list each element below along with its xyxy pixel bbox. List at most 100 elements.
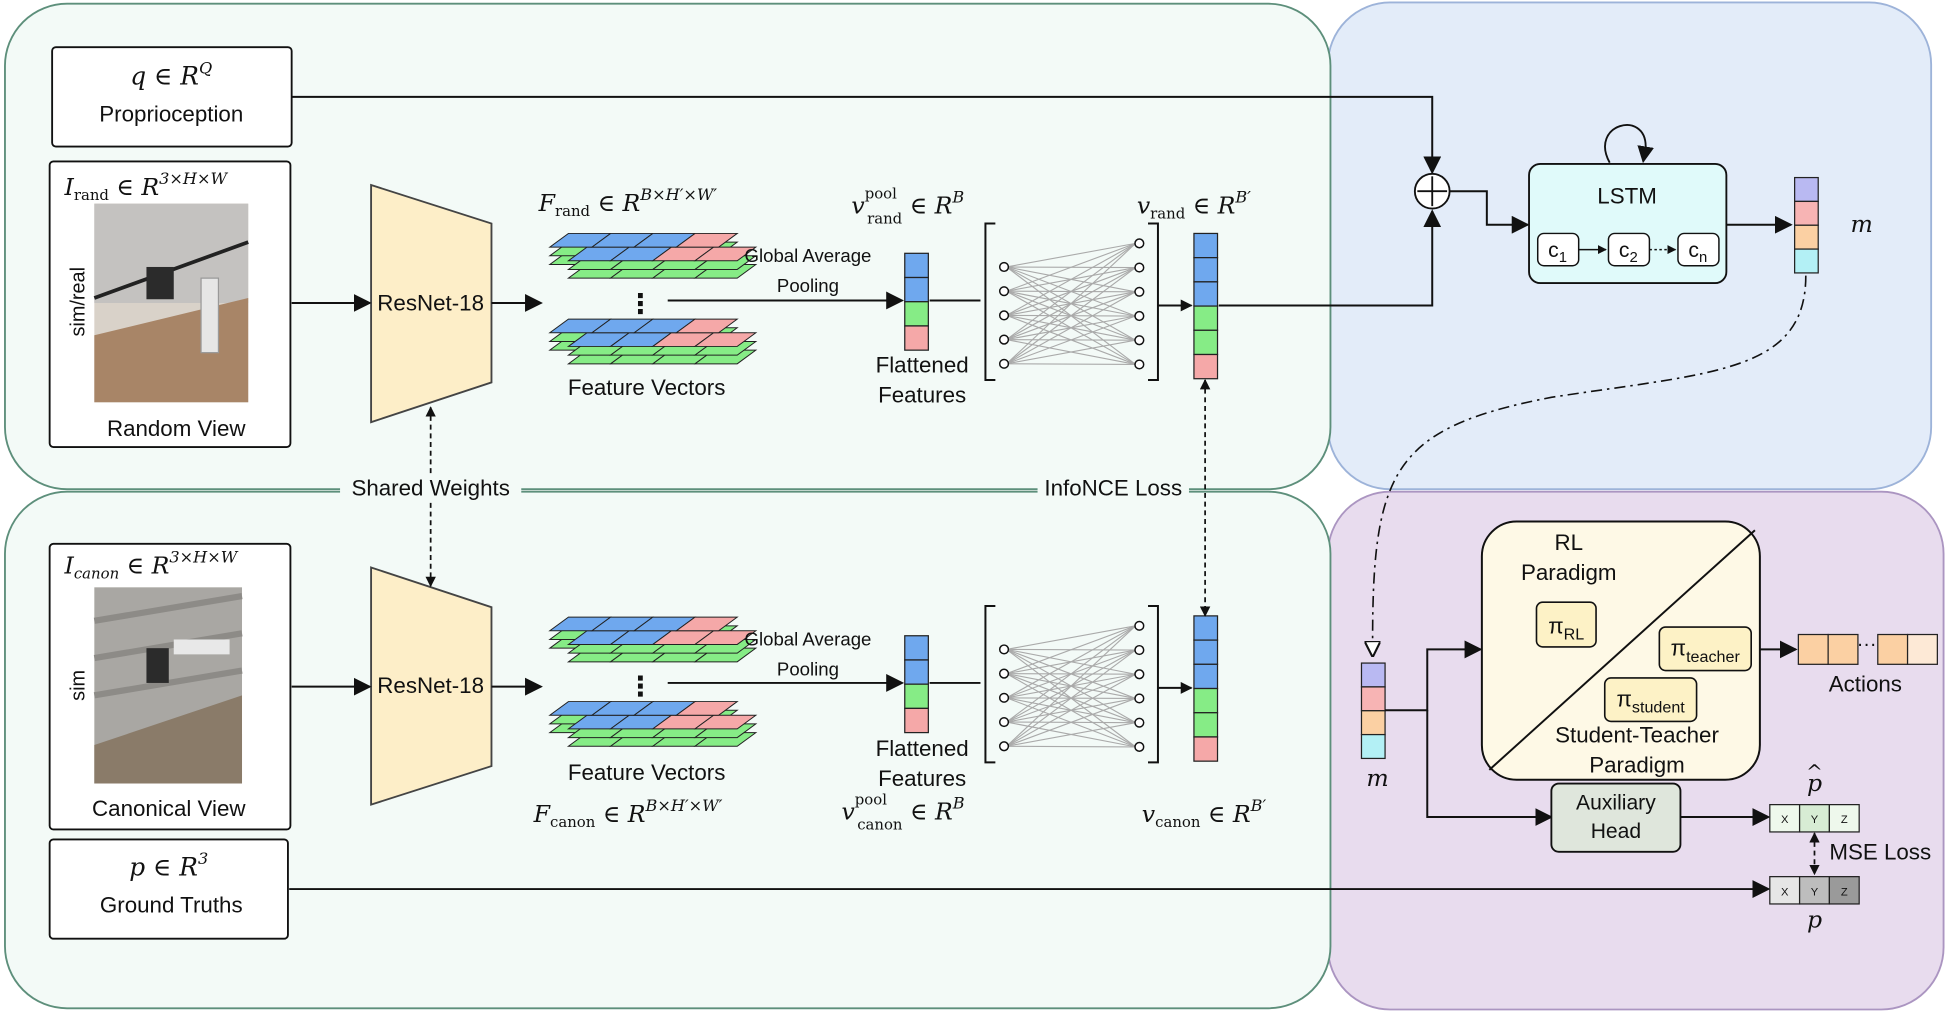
- mse-loss-label: MSE Loss: [1829, 839, 1931, 864]
- embed-top-cell-1: [1193, 257, 1219, 283]
- memory-bottom-cell-3: [1360, 733, 1386, 760]
- memory-top-cell-0: [1794, 176, 1819, 203]
- resnet-bottom: [370, 566, 493, 806]
- infonce-bg: [1037, 474, 1189, 502]
- mlp-top-out-node-3: [1134, 310, 1145, 322]
- embed-bottom-cell-5: [1193, 736, 1219, 762]
- flat-top-cell-1: [904, 276, 929, 303]
- mlp-bottom-in-node-3: [998, 716, 1010, 728]
- mlp-top-edge-3-0: [1006, 242, 1136, 341]
- mlp-bottom-out-node-5: [1134, 741, 1145, 752]
- p-hat-label-0: X: [1781, 814, 1789, 826]
- mlp-top-out-node-4: [1134, 335, 1145, 346]
- rl-paradigm-line1: RL: [1554, 530, 1583, 555]
- feature-bottom-label: Feature Vectors: [568, 760, 726, 785]
- memory-top-cell-2: [1794, 224, 1819, 250]
- feature-cell-b1-2-0-3: [693, 630, 758, 645]
- left-arrows: [289, 95, 1771, 898]
- p-label-1: Y: [1811, 886, 1819, 898]
- policy-divider: [1488, 529, 1756, 771]
- feature-cell-t2-2-1-3: [674, 318, 739, 334]
- mlp-top-edge-4-0: [1006, 242, 1136, 365]
- feature-top-math: Frand ∈ RB×H′×W′: [538, 185, 718, 220]
- ground-truths-box: [48, 838, 289, 940]
- mlp-bottom-bracket-left: [984, 604, 996, 764]
- mlp-top-edge-1-0: [1006, 242, 1136, 292]
- p-hat-label-2: Z: [1841, 814, 1848, 826]
- feature-cell-b1-2-1-3: [674, 616, 739, 632]
- lstm-title: LSTM: [1597, 184, 1657, 209]
- mlp-bottom-edge-4-2: [1006, 673, 1136, 747]
- shared-weights-bg: [340, 474, 522, 502]
- proprioception-math: q ∈ RQ: [130, 58, 212, 90]
- memory-vector-bottom: [1360, 662, 1386, 760]
- mlp-top-edge-2-0: [1006, 242, 1136, 316]
- p-hat-caret: ^: [1806, 761, 1823, 784]
- resnet-bottom-label: ResNet-18: [377, 673, 484, 698]
- actions-label: Actions: [1829, 672, 1902, 697]
- p-cell-2: [1828, 876, 1860, 905]
- p-label-2: Z: [1841, 886, 1848, 898]
- flat-bottom-cell-0: [904, 635, 929, 661]
- mlp-top-bracket-right: [1148, 222, 1159, 381]
- st-paradigm-line1: Student-Teacher: [1555, 723, 1719, 748]
- embed-bottom-cell-3: [1193, 687, 1219, 714]
- mlp-top-out-node-0: [1134, 238, 1145, 249]
- lstm-cell-label-1: c2: [1619, 239, 1638, 266]
- flat-bottom-cell-3: [904, 707, 929, 734]
- mlp-top-edge-4-4: [1006, 339, 1136, 365]
- feature-cell-t1-2-0-3: [693, 246, 758, 262]
- feature-bottom-math: Fcanon ∈ RB×H′×W′: [533, 796, 723, 831]
- mlp-top-edge-4-3: [1006, 315, 1136, 365]
- pooling-top-line1: Global Average: [745, 245, 872, 266]
- mlp-top-out-node-1: [1134, 262, 1145, 273]
- random-view-label: Random View: [107, 416, 246, 441]
- mlp-top-edge-4-5: [1006, 363, 1136, 365]
- pi-teacher: πteacher: [1671, 636, 1741, 666]
- canonical-view-image: [93, 587, 243, 784]
- proprioception-label: Proprioception: [99, 102, 243, 127]
- mlp-bottom-out-node-1: [1134, 644, 1145, 656]
- embedding-top-math: vrand ∈ RB′: [1137, 187, 1251, 222]
- p-label: p: [1807, 906, 1822, 934]
- flattened-top-line1: Flattened: [876, 353, 969, 378]
- embed-top-cell-2: [1193, 281, 1219, 307]
- pi-rl-box: [1535, 601, 1597, 648]
- mlp-bottom-edge-4-5: [1006, 745, 1136, 748]
- ground-truths-label: Ground Truths: [100, 893, 243, 918]
- resnet-top-label: ResNet-18: [377, 290, 484, 315]
- mlp-bottom-out-node-2: [1134, 669, 1145, 680]
- flat-bottom-cell-1: [904, 659, 929, 685]
- p-hat-cell-2: [1828, 804, 1860, 833]
- mlp-bottom-bracket-right: [1148, 604, 1159, 764]
- mlp-bottom-in-node-4: [998, 741, 1010, 752]
- mlp-bottom-edge-4-3: [1006, 697, 1136, 747]
- mlp-top-bracket-left: [984, 222, 996, 381]
- canonical-view-label: Canonical View: [92, 796, 246, 821]
- rl-paradigm-line2: Paradigm: [1521, 560, 1617, 585]
- lstm-cell-label-2: cn: [1688, 239, 1707, 266]
- pooling-bottom-line1: Global Average: [745, 629, 872, 650]
- embed-top-cell-4: [1193, 329, 1219, 356]
- mlp-bottom-edge-4-1: [1006, 649, 1136, 747]
- memory-link: [1373, 275, 1807, 656]
- flattened-vectors: [904, 232, 1219, 762]
- p-cell-1: [1798, 876, 1831, 905]
- lstm-cell-label-0: c1: [1548, 239, 1567, 266]
- embed-bottom-cell-0: [1193, 615, 1219, 641]
- ground-truths-math: p ∈ R3: [129, 849, 208, 881]
- flat-top-cell-0: [904, 252, 929, 279]
- mlp-bottom-in-node-1: [998, 668, 1010, 679]
- mlp-top-in-node-0: [998, 261, 1010, 273]
- pi-student-box: [1603, 677, 1698, 723]
- feature-dots-top: ⋮: [627, 288, 654, 319]
- memory-top-cell-3: [1794, 248, 1819, 274]
- aux-head-line2: Head: [1591, 820, 1641, 843]
- mlp-top-in-node-2: [998, 310, 1010, 321]
- feature-cell-t2-2-0-3: [693, 332, 758, 347]
- mlp-bottom-out-node-0: [1134, 620, 1145, 631]
- mlp-top-in-node-4: [998, 358, 1010, 369]
